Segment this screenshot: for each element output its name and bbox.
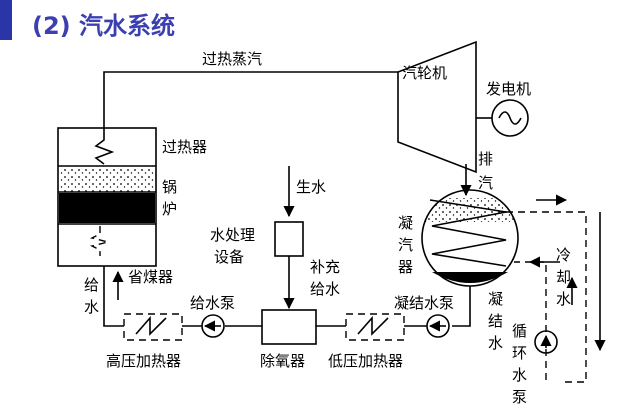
label-superheated-steam: 过热蒸汽: [202, 50, 262, 68]
label-condenser-3: 器: [398, 258, 413, 276]
label-circ-pump-4: 泵: [512, 388, 527, 406]
turbine: [397, 40, 477, 174]
label-economizer: 省煤器: [128, 268, 173, 286]
lp-heater: [345, 313, 405, 341]
condenser-tube-coil: [429, 199, 507, 267]
label-condensate-3: 水: [488, 334, 503, 352]
condenser: [421, 189, 519, 287]
label-cooling-water-1: 冷: [556, 246, 571, 264]
superheated-steam-line: [103, 71, 398, 128]
label-cooling-water-2: 却: [556, 268, 571, 286]
label-condensate-pump: 凝结水泵: [394, 294, 454, 312]
hp-heater: [123, 313, 183, 341]
label-makeup-water-2: 给水: [310, 280, 340, 298]
generator-sine-icon: [498, 111, 522, 125]
condensate-line: [452, 286, 471, 327]
label-superheater: 过热器: [162, 138, 207, 156]
label-circ-pump-1: 循: [512, 322, 527, 340]
boiler-fuel-layer: [59, 166, 155, 192]
superheater-coil: [94, 128, 115, 165]
feed-water-line: [103, 266, 124, 327]
label-exhaust-2: 汽: [478, 174, 493, 192]
label-boiler-1: 锅: [162, 178, 177, 196]
generator: [491, 99, 529, 137]
label-lp-heater: 低压加热器: [328, 352, 403, 370]
label-cooling-water-3: 水: [556, 290, 571, 308]
boiler: [57, 127, 157, 267]
label-condensate-1: 凝: [488, 290, 503, 308]
label-hp-heater: 高压加热器: [106, 352, 181, 370]
condensate-pool: [432, 272, 508, 283]
label-raw-water: 生水: [296, 178, 326, 196]
page-title: (2) 汽水系统: [32, 12, 175, 40]
boiler-black-layer: [59, 193, 155, 223]
label-exhaust-1: 排: [478, 150, 493, 168]
label-circ-pump-3: 水: [512, 366, 527, 384]
label-condenser-2: 汽: [398, 236, 413, 254]
label-condenser-1: 凝: [398, 214, 413, 232]
label-feed-water-1: 给: [84, 276, 99, 294]
economizer-coil: [89, 226, 109, 256]
label-condensate-2: 结: [488, 312, 503, 330]
label-generator: 发电机: [486, 80, 531, 98]
label-deaerator: 除氧器: [260, 352, 305, 370]
label-feed-pump: 给水泵: [190, 294, 235, 312]
feed-water-pump: [201, 314, 225, 338]
water-treatment-unit: [274, 221, 304, 257]
circulating-water-pump: [534, 330, 558, 354]
label-water-treatment-1: 水处理: [210, 226, 255, 244]
label-boiler-2: 炉: [162, 200, 177, 218]
label-makeup-water-1: 补充: [310, 258, 340, 276]
label-turbine: 汽轮机: [402, 64, 447, 82]
label-circ-pump-2: 环: [512, 344, 527, 362]
label-water-treatment-2: 设备: [214, 248, 244, 266]
cooling-water-inlet: [514, 261, 547, 380]
title-accent-bar: [0, 0, 12, 40]
deaerator: [261, 309, 317, 345]
label-feed-water-2: 水: [84, 298, 99, 316]
condensate-pump: [426, 314, 450, 338]
cooling-water-outlet: [506, 211, 587, 383]
